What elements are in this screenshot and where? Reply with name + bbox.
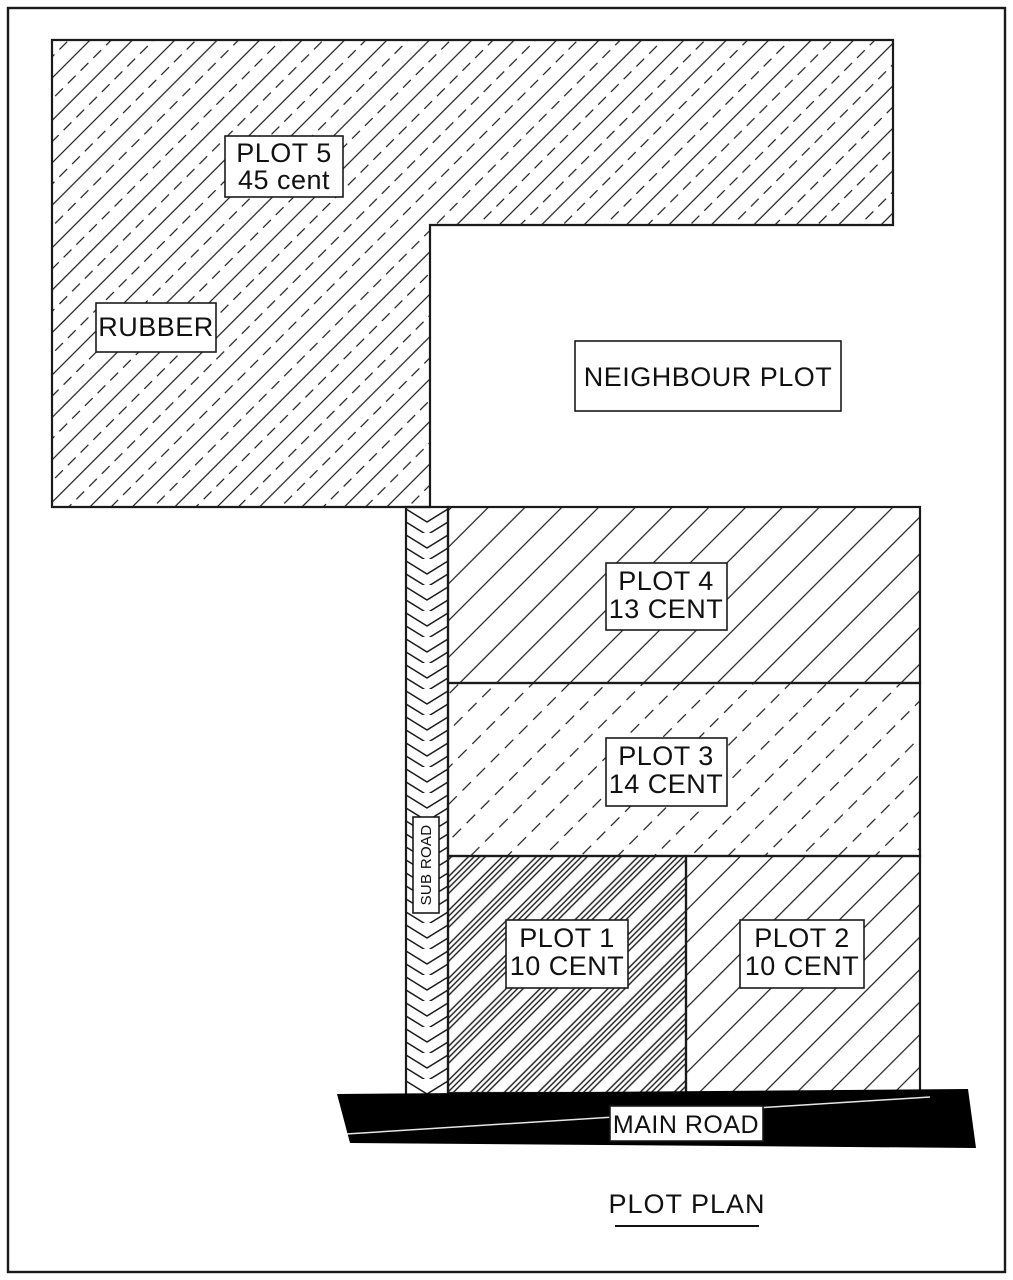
plot3-label-box (605, 737, 728, 807)
plot1-label-box (505, 919, 629, 989)
neighbour-plot-label: NEIGHBOUR PLOT (574, 340, 842, 412)
neighbour-plot-label-box (574, 340, 842, 412)
plot4-name: PLOT 4 (618, 566, 714, 596)
plot3-name: PLOT 3 (618, 741, 714, 771)
main-road-text: MAIN ROAD (613, 1111, 759, 1139)
main-road-label: MAIN ROAD (609, 1105, 764, 1142)
sub-road-strip (404, 505, 450, 1099)
plot5-area: 45 cent (238, 165, 330, 195)
plot1-area: 10 CENT (510, 951, 625, 981)
plot-plan-title: PLOT PLAN (608, 1189, 765, 1219)
plot2-name: PLOT 2 (754, 923, 850, 953)
rubber-label-box (95, 302, 217, 353)
plot4-area: 13 CENT (609, 594, 724, 624)
main-road-label-box (609, 1105, 764, 1142)
plot1-label: PLOT 1 10 CENT (505, 919, 629, 989)
plot2-label-box (739, 919, 865, 989)
rubber-text: RUBBER (98, 312, 214, 342)
rubber-label: RUBBER (95, 302, 217, 353)
plot5-name: PLOT 5 (236, 138, 332, 168)
plot3-area: 14 CENT (609, 769, 724, 799)
plot2-area: 10 CENT (745, 951, 860, 981)
plot1-name: PLOT 1 (519, 923, 615, 953)
plot2-label: PLOT 2 10 CENT (739, 919, 865, 989)
plot4-region (446, 505, 922, 685)
plot3-label: PLOT 3 14 CENT (605, 737, 728, 807)
plot4-label-box (605, 562, 728, 631)
sub-road-label: SUB ROAD (412, 816, 440, 914)
drawing-border (6, 6, 1007, 1274)
drawing-title: PLOT PLAN (608, 1189, 765, 1227)
plot4-label: PLOT 4 13 CENT (605, 562, 728, 631)
sub-road-text: SUB ROAD (418, 825, 435, 906)
plot5-region (50, 38, 895, 509)
sub-road-label-box (412, 816, 440, 914)
neighbour-plot-text: NEIGHBOUR PLOT (584, 362, 833, 392)
plot5-label-box (224, 135, 344, 198)
plot5-label: PLOT 5 45 cent (224, 135, 344, 198)
